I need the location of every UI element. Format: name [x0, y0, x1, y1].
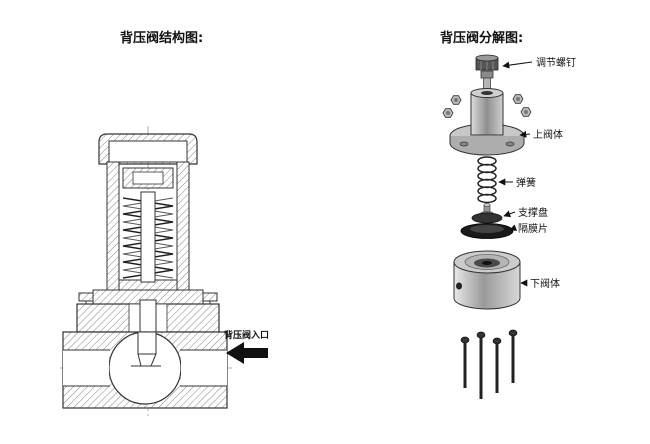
valve-cap	[98, 133, 198, 165]
valve-stem	[140, 191, 156, 283]
hex-nut	[512, 94, 524, 104]
structure-title: 背压阀结构图:	[120, 30, 203, 46]
part-labels: 调节螺钉 上阀体 弹簧 支撑盘 隔膜片 下阀体	[498, 57, 576, 290]
inlet-label: 背压阀入口	[224, 329, 269, 341]
lower-valve-body	[453, 250, 521, 310]
structure-diagram: 背压阀结构图:	[60, 30, 269, 416]
pointer-line-upper-valve-body	[519, 130, 531, 138]
valve-seat-stem	[137, 331, 157, 355]
mounting-bolt	[460, 336, 470, 388]
label-lower-valve-body: 下阀体	[530, 277, 560, 290]
upper-valve-body	[442, 88, 532, 156]
inlet-arrow	[226, 342, 268, 364]
side-port-hole	[456, 282, 462, 290]
pipe-housing	[62, 331, 228, 409]
inlet-annotation: 背压阀入口	[224, 329, 269, 364]
mounting-bolt	[508, 329, 518, 383]
valve-cylinder	[106, 161, 190, 291]
pointer-line-support-plate	[503, 210, 516, 218]
label-upper-valve-body: 上阀体	[533, 128, 563, 141]
spring-coil	[477, 156, 497, 204]
adjusting-screw	[475, 54, 499, 92]
spring-cross-section	[122, 191, 174, 283]
diaphragm	[460, 223, 514, 239]
pointer-line-adjusting-screw	[502, 61, 533, 69]
hex-nut	[520, 107, 532, 117]
hex-nut	[450, 95, 462, 105]
label-support-plate: 支撑盘	[518, 206, 548, 219]
label-spring: 弹簧	[516, 176, 536, 189]
exploded-title: 背压阀分解图:	[440, 30, 523, 46]
mounting-bolt	[492, 337, 502, 393]
label-adjusting-screw: 调节螺钉	[536, 57, 576, 69]
support-plate	[471, 203, 503, 224]
label-diaphragm: 隔膜片	[518, 222, 548, 235]
mounting-bolt	[476, 331, 486, 399]
pointer-line-diaphragm	[509, 224, 518, 231]
flange-bolt-hole	[459, 141, 469, 147]
valve-base	[76, 299, 220, 335]
hex-nut	[442, 108, 454, 118]
flange-bolt-hole	[505, 141, 515, 147]
exploded-diagram: 背压阀分解图:	[440, 30, 576, 399]
